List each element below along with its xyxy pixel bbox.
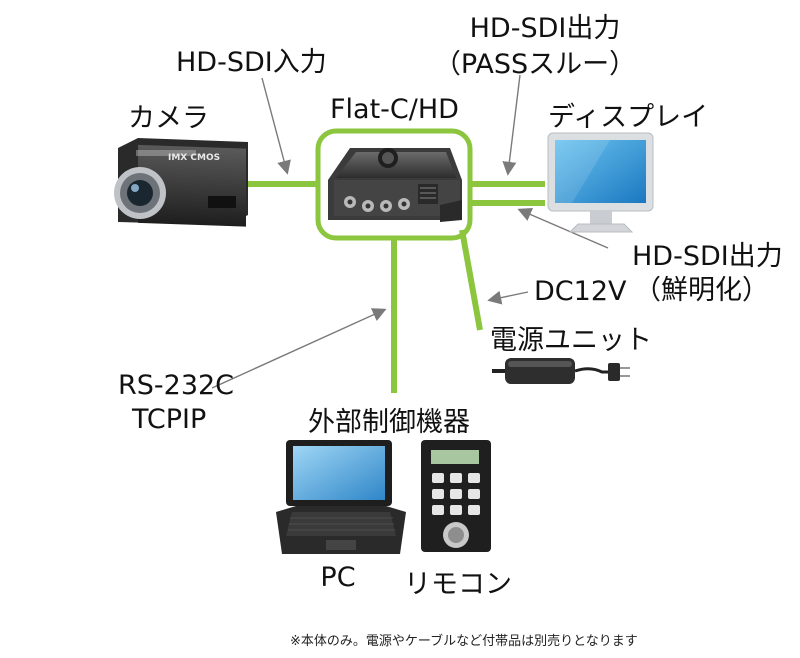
tcpip-label: TCPIP — [132, 404, 207, 435]
device-outline — [315, 128, 473, 241]
footnote: ※本体のみ。電源やケーブルなど付帯品は別売りとなります — [290, 634, 638, 649]
pointer-arrows — [211, 74, 609, 389]
display-label: ディスプレイ — [548, 102, 709, 133]
arrow-sdi-out-enhanced — [517, 208, 609, 249]
device-icon — [328, 148, 462, 222]
sdi-output-pass-label-line2: （PASSスルー） — [433, 49, 637, 80]
camera-brand-text: IMX CMOS — [168, 153, 220, 163]
remote-label: リモコン — [404, 569, 512, 600]
device-label: Flat-C/HD — [330, 94, 459, 125]
arrow-sdi-in — [261, 77, 291, 175]
power-adapter-icon — [492, 358, 630, 384]
dc12v-label: DC12V — [534, 276, 627, 307]
arrow-sdi-out-pass — [502, 74, 521, 176]
sdi-output-pass-label-line1: HD-SDI出力 — [469, 13, 621, 44]
camera-label: カメラ — [128, 103, 209, 134]
camera-icon — [114, 138, 248, 227]
power-unit-label: 電源ユニット — [490, 325, 652, 356]
connection-lines — [245, 181, 545, 393]
sdi-input-label: HD-SDI入力 — [176, 47, 327, 78]
rs232c-label: RS-232C — [118, 370, 235, 401]
monitor-icon — [547, 132, 654, 233]
arrow-dc12v — [487, 290, 529, 305]
sdi-output-enhanced-label-line2: （鮮明化） — [634, 275, 769, 306]
pc-label: PC — [320, 562, 356, 593]
sdi-output-enhanced-label-line1: HD-SDI出力 — [632, 241, 783, 272]
remote-control-icon — [421, 440, 491, 552]
external-devices-label: 外部制御機器 — [308, 407, 470, 438]
laptop-icon — [276, 440, 406, 554]
arrow-rs232c — [211, 308, 387, 389]
line-device-to-power — [459, 229, 483, 331]
